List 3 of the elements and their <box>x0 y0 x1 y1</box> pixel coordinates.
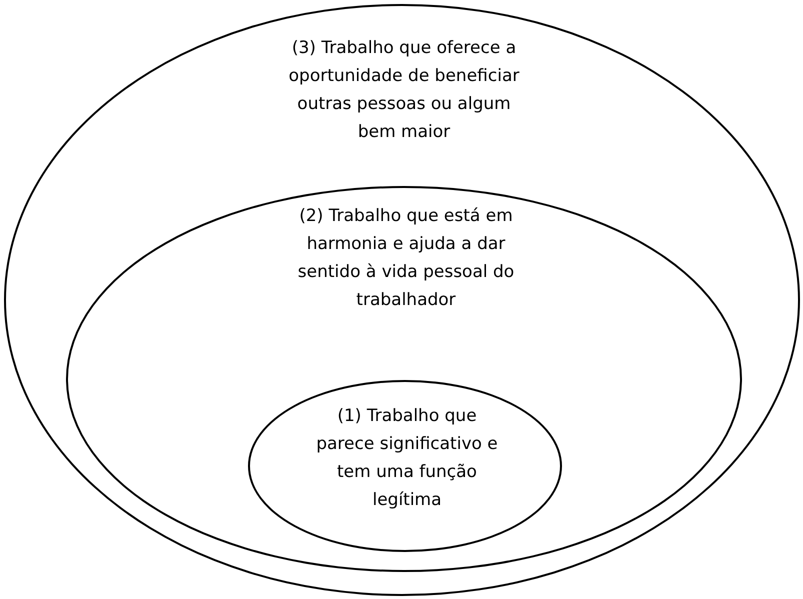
ellipse-label: (3) Trabalho que oferece a oportunidade de beneficiar outras pessoas ou algum bem maior <box>288 37 520 144</box>
ellipse-label: (1) Trabalho que parece significativo e tem uma função legítima <box>315 405 499 512</box>
ellipse-label: (2) Trabalho que está em harmonia e ajuda a dar sentido à vida pessoal do trabalhador <box>296 205 516 312</box>
